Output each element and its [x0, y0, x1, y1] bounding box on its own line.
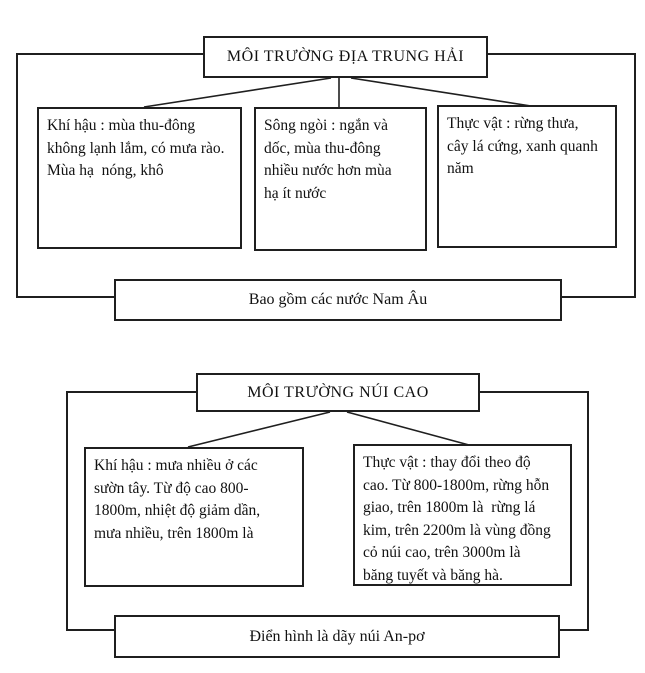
mediterranean-vegetation-box: Thực vật : rừng thưa, cây lá cứng, xanh …	[437, 105, 617, 248]
mediterranean-rivers-box: Sông ngòi : ngắn và dốc, mùa thu-đông nh…	[254, 107, 427, 251]
high-mountain-title-box: MÔI TRƯỜNG NÚI CAO	[196, 373, 480, 412]
mediterranean-footer-box: Bao gồm các nước Nam Âu	[114, 279, 562, 321]
high-mountain-footer-box: Điển hình là dãy núi An-pơ	[114, 615, 560, 658]
high-mountain-vegetation-box: Thực vật : thay đổi theo độ cao. Từ 800-…	[353, 444, 572, 586]
mediterranean-title-box: MÔI TRƯỜNG ĐỊA TRUNG HẢI	[203, 36, 488, 78]
mediterranean-climate-box: Khí hậu : mùa thu-đông không lạnh lắm, c…	[37, 107, 242, 249]
high-mountain-climate-box: Khí hậu : mưa nhiều ở các sườn tây. Từ đ…	[84, 447, 304, 587]
